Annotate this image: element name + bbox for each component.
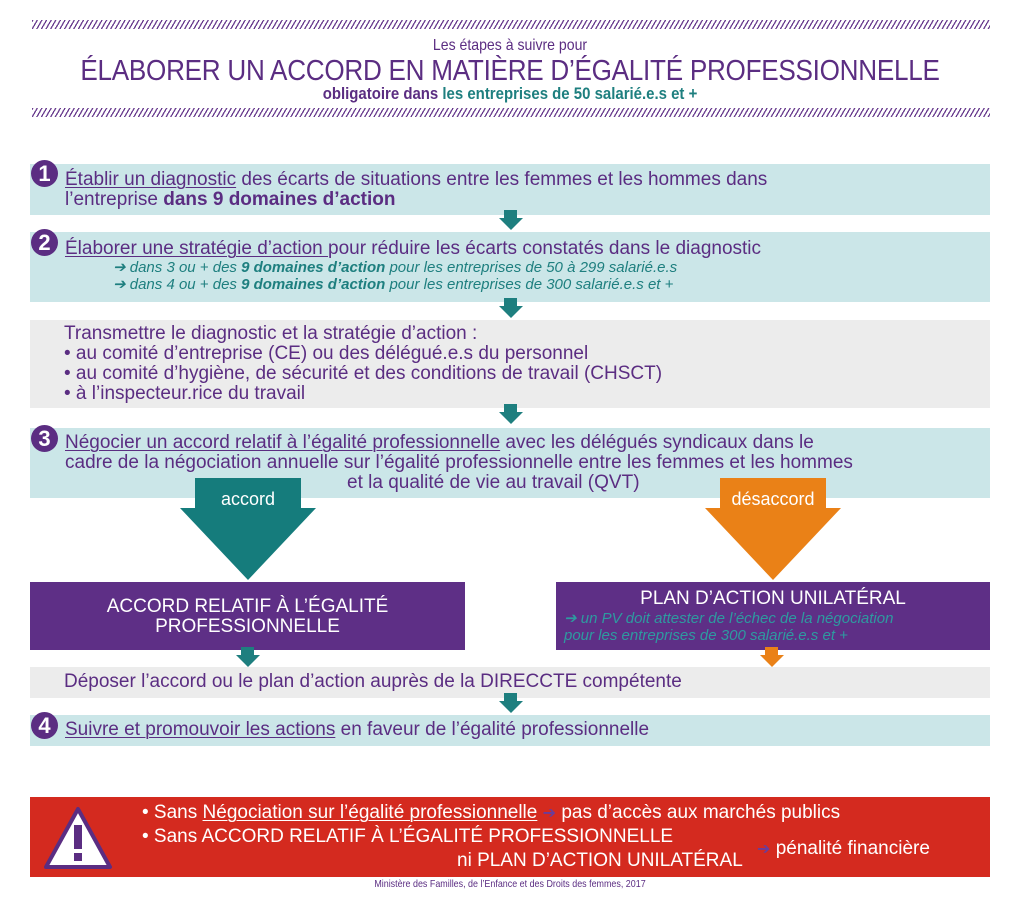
- step-3-line-3: et la qualité de vie au travail (QVT): [347, 472, 640, 493]
- plan-action-box: PLAN D’ACTION UNILATÉRAL ➔ un PV doit at…: [556, 582, 990, 650]
- step-1-text: des écarts de situations entre les femme…: [236, 169, 768, 190]
- step-4-number-badge: 4: [31, 712, 58, 739]
- accord-box-line-1: ACCORD RELATIF À L’ÉGALITÉ: [106, 596, 389, 617]
- desaccord-label: désaccord: [731, 489, 815, 509]
- arrow-down-icon: [236, 655, 260, 667]
- step-3-text: avec les délégués syndicaux dans le: [500, 432, 814, 453]
- step-3-line-2: cadre de la négociation annuelle sur l’é…: [65, 452, 853, 473]
- plan-box-note-2: pour les entreprises de 300 salarié.e.s …: [564, 627, 848, 644]
- step-3-link[interactable]: Négocier un accord relatif à l’égalité p…: [65, 432, 501, 453]
- warning-penalty-text: pénalité financière: [775, 838, 930, 859]
- desaccord-arrow-shape: [705, 478, 841, 580]
- arrow-down-icon: [499, 218, 523, 230]
- accord-result-box: ACCORD RELATIF À L’ÉGALITÉ PROFESSIONNEL…: [30, 582, 465, 650]
- arrow-step2-to-transmit-stem: [504, 298, 517, 306]
- accord-arrow: accord: [180, 478, 316, 580]
- deposit-text: Déposer l’accord ou le plan d’action aup…: [64, 671, 682, 692]
- bullet-text: pour les entreprises de 300 salarié.e.s …: [385, 276, 674, 293]
- step-3-number-badge: 3: [31, 425, 58, 452]
- arrow-deposit-to-step4-stem: [504, 693, 517, 701]
- bullet-text: dans 3 ou + des: [125, 259, 242, 276]
- warning-negotiation-link[interactable]: Négociation sur l’égalité professionnell…: [202, 802, 538, 823]
- transmit-item-ce: • au comité d’entreprise (CE) ou des dél…: [64, 343, 589, 364]
- plan-box-title: PLAN D’ACTION UNILATÉRAL: [640, 588, 906, 609]
- bullet-bold: 9 domaines d’action: [241, 259, 386, 276]
- transmit-item-chsct: • au comité d’hygiène, de sécurité et de…: [64, 363, 663, 384]
- desaccord-arrow: désaccord: [705, 478, 841, 580]
- warning-triangle-icon: [44, 807, 112, 869]
- step-1-line-2: l’entreprise dans 9 domaines d’action: [65, 190, 990, 210]
- step-1-number-badge: 1: [31, 160, 58, 187]
- step-1-domains: dans 9 domaines d’action: [163, 189, 396, 210]
- step-1-line-2-text: l’entreprise: [65, 189, 164, 210]
- arrow-down-icon: [499, 701, 523, 713]
- header-subtitle-scope: les entreprises de 50 salarié.e.s et +: [442, 84, 698, 103]
- deposit-box: Déposer l’accord ou le plan d’action aup…: [30, 667, 990, 698]
- arrow-accord-to-deposit-stem: [241, 647, 254, 655]
- warning-line-1: • Sans Négociation sur l’égalité profess…: [142, 802, 840, 824]
- arrow-plan-to-deposit-stem: [765, 647, 778, 655]
- arrow-down-icon: [499, 412, 523, 424]
- step-4-box: Suivre et promouvoir les actions en fave…: [30, 715, 990, 746]
- arrow-right-icon: ➔: [757, 841, 771, 858]
- warning-line-1-prefix: • Sans: [142, 802, 203, 823]
- header-intro: Les étapes à suivre pour: [432, 37, 588, 54]
- source-footer: Ministère des Familles, de l’Enfance et …: [374, 878, 646, 890]
- step-2-number-badge: 2: [31, 229, 58, 256]
- page-title: ÉLABORER UN ACCORD EN MATIÈRE D’ÉGALITÉ …: [80, 55, 940, 87]
- step-2-text: pour réduire les écarts constatés dans l…: [328, 238, 762, 259]
- bullet-bold: 9 domaines d’action: [241, 276, 386, 293]
- accord-arrow-shape: [180, 478, 316, 580]
- arrow-down-icon: [499, 306, 523, 318]
- warning-line-2: • Sans ACCORD RELATIF À L’ÉGALITÉ PROFES…: [142, 826, 674, 847]
- warning-banner: • Sans Négociation sur l’égalité profess…: [30, 797, 990, 877]
- warning-line-1-consequence: pas d’accès aux marchés publics: [561, 802, 841, 823]
- arrow-right-icon: ➔: [113, 259, 126, 276]
- header-subtitle-prefix: obligatoire dans: [322, 84, 443, 103]
- transmit-item-inspector: • à l’inspecteur.rice du travail: [64, 383, 306, 404]
- transmit-box: Transmettre le diagnostic et la stratégi…: [30, 320, 990, 408]
- arrow-transmit-to-step3-stem: [504, 404, 517, 412]
- accord-box-line-2: PROFESSIONNELLE: [155, 616, 340, 637]
- step-1-box: Établir un diagnostic des écarts de situ…: [30, 164, 990, 215]
- step-4-text: en faveur de l’égalité professionnelle: [335, 719, 650, 740]
- step-2-bullet-2: ➔ dans 4 ou + des 9 domaines d’action po…: [65, 276, 990, 293]
- header-subtitle: obligatoire dans les entreprises de 50 s…: [61, 84, 959, 104]
- accord-label: accord: [220, 489, 276, 509]
- step-1-line-1: Établir un diagnostic des écarts de situ…: [65, 170, 990, 190]
- bullet-text: pour les entreprises de 50 à 299 salarié…: [385, 259, 678, 276]
- bullet-text: dans 4 ou + des: [125, 276, 242, 293]
- step-2-link[interactable]: Élaborer une stratégie d’action: [65, 238, 328, 259]
- transmit-title: Transmettre le diagnostic et la stratégi…: [64, 323, 478, 344]
- step-3-box: Négocier un accord relatif à l’égalité p…: [30, 428, 990, 498]
- arrow-step1-to-step2-stem: [504, 210, 517, 218]
- step-1-link[interactable]: Établir un diagnostic: [65, 169, 237, 190]
- step-2-line-1: Élaborer une stratégie d’action pour réd…: [65, 239, 990, 259]
- step-4-link[interactable]: Suivre et promouvoir les actions: [65, 719, 336, 740]
- step-4-line: Suivre et promouvoir les actions en fave…: [65, 720, 990, 740]
- arrow-right-icon: ➔: [113, 276, 126, 293]
- step-2-box: Élaborer une stratégie d’action pour réd…: [30, 232, 990, 302]
- top-hatch-divider: [32, 20, 990, 29]
- warning-line-3: ni PLAN D’ACTION UNILATÉRAL: [457, 850, 743, 871]
- warning-line-23-consequence: ➔ pénalité financière: [757, 838, 930, 860]
- arrow-right-icon: ➔: [542, 805, 557, 822]
- bottom-hatch-divider: [32, 108, 990, 117]
- step-2-bullet-1: ➔ dans 3 ou + des 9 domaines d’action po…: [65, 259, 990, 276]
- arrow-down-icon: [760, 655, 784, 667]
- step-3-line-1: Négocier un accord relatif à l’égalité p…: [65, 433, 990, 453]
- plan-box-note-1: ➔ un PV doit attester de l’échec de la n…: [564, 610, 894, 627]
